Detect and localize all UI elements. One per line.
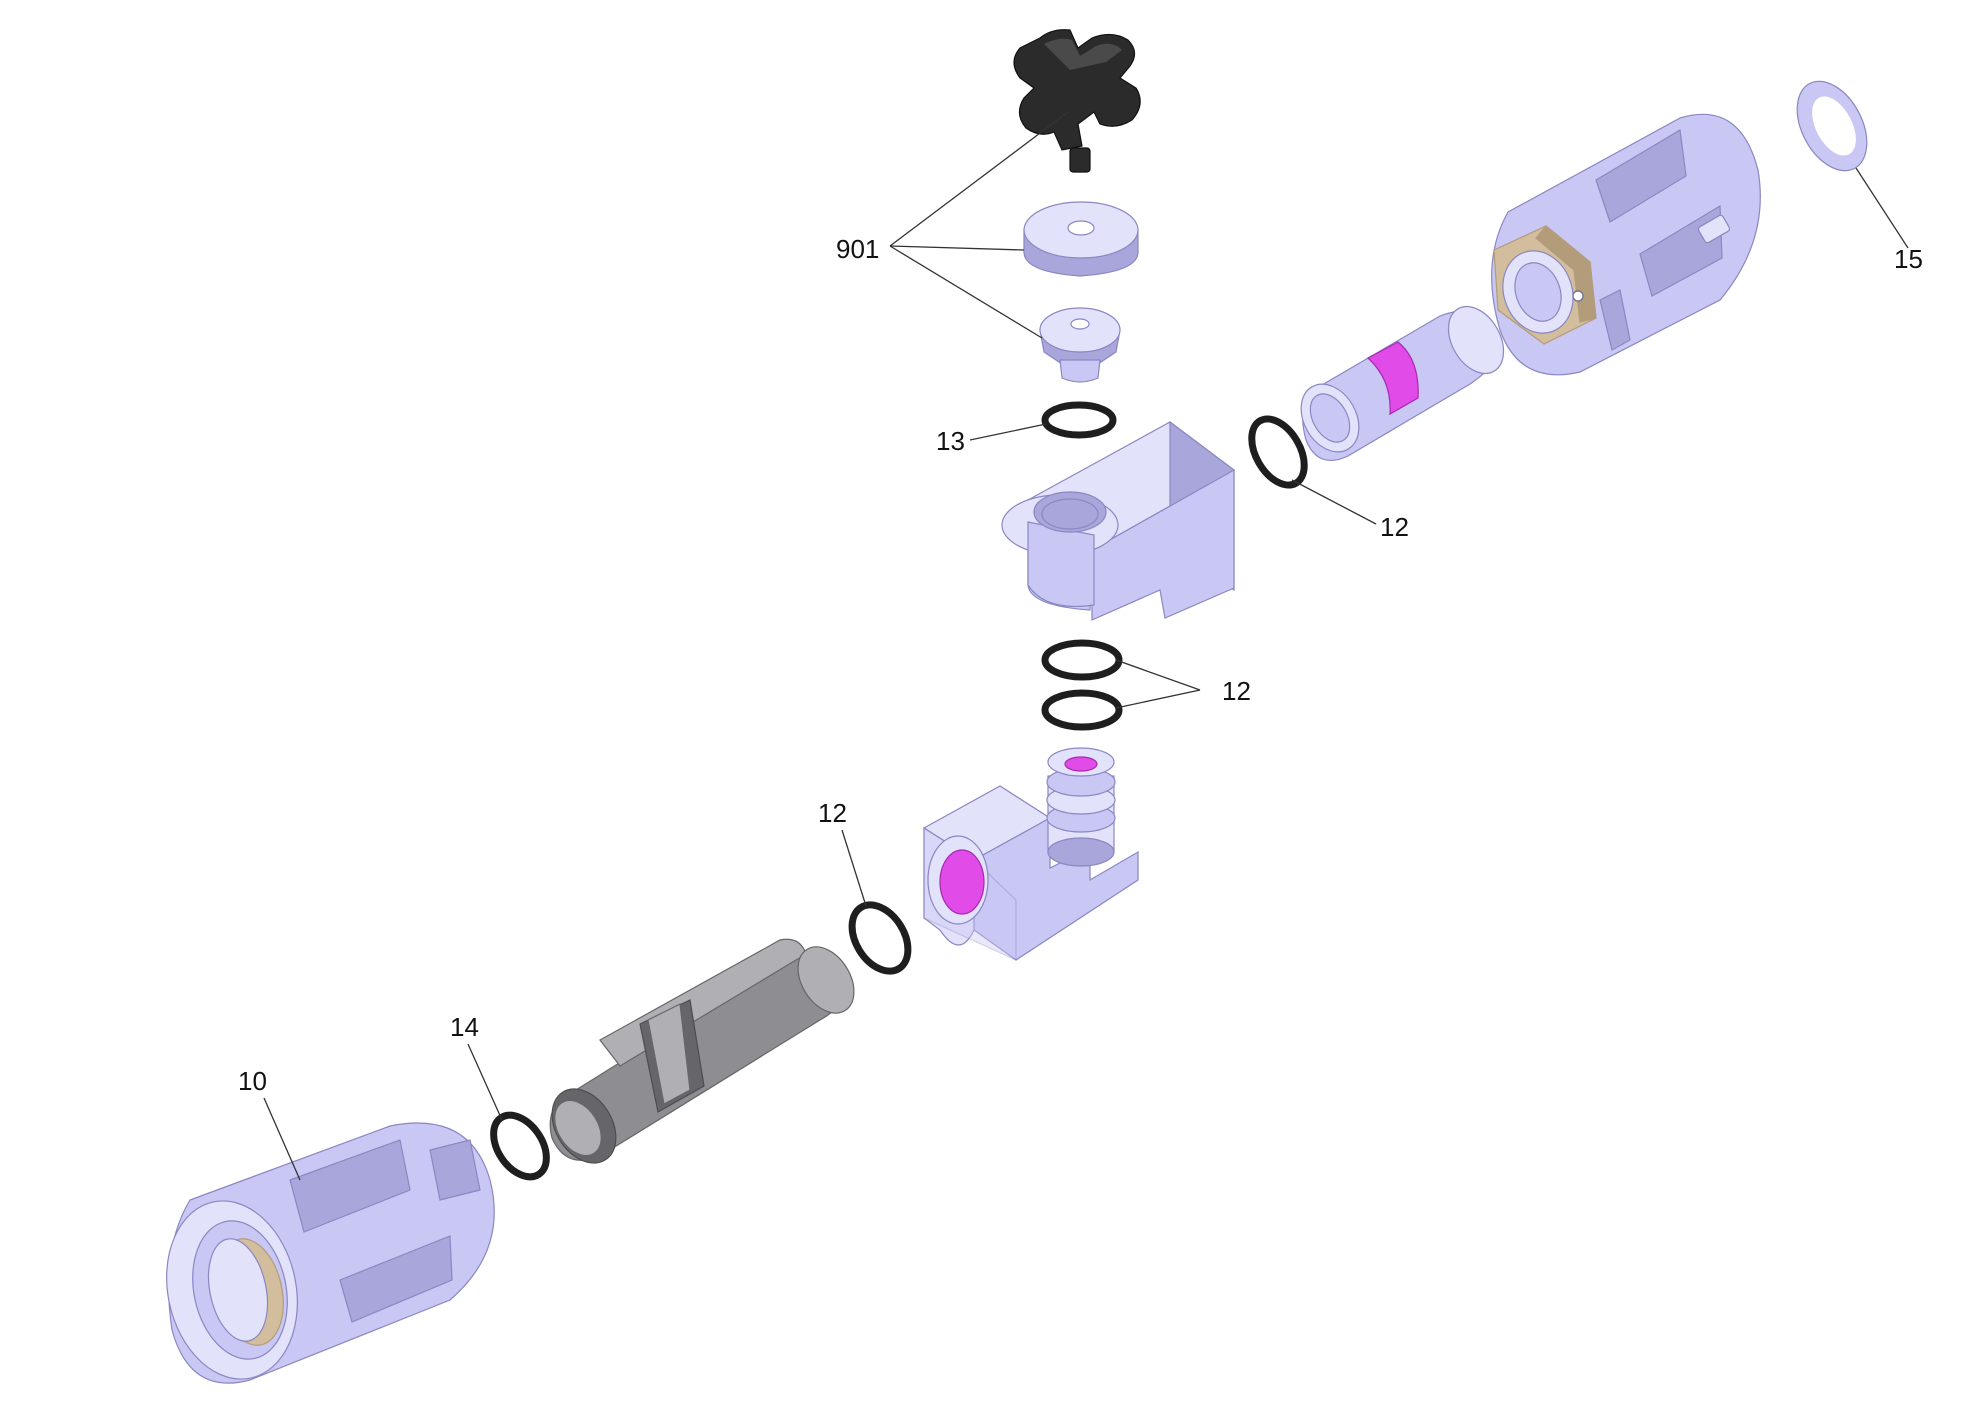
label-12-lower: 12 xyxy=(818,798,847,828)
label-14: 14 xyxy=(450,1012,479,1042)
oring-14 xyxy=(490,1111,550,1181)
oring-12-lower xyxy=(848,901,912,975)
nozzle-nut-10 xyxy=(166,1122,495,1384)
coupling-nipple xyxy=(1300,305,1505,461)
leader-lines xyxy=(263,111,1909,1181)
oring-12-middle-b xyxy=(1041,689,1123,731)
washer-15 xyxy=(1796,80,1868,172)
thrust-washer xyxy=(1023,201,1139,277)
label-12-upper: 12 xyxy=(1380,512,1409,542)
valve-cone xyxy=(1039,307,1121,383)
label-12-middle: 12 xyxy=(1222,676,1251,706)
oring-13 xyxy=(1041,401,1117,439)
label-901: 901 xyxy=(836,234,879,264)
label-10: 10 xyxy=(238,1066,267,1096)
oring-12-middle-a xyxy=(1041,639,1123,681)
star-knob xyxy=(1013,29,1141,173)
label-13: 13 xyxy=(936,426,965,456)
coupling-nut-large xyxy=(1491,113,1761,376)
upper-valve-block xyxy=(1001,420,1236,621)
oring-12-upper xyxy=(1248,415,1308,489)
lower-valve-block xyxy=(922,747,1139,961)
steel-adapter xyxy=(549,938,855,1164)
label-15: 15 xyxy=(1894,244,1923,274)
callout-labels: 901 15 13 12 12 12 14 10 xyxy=(238,234,1923,1096)
